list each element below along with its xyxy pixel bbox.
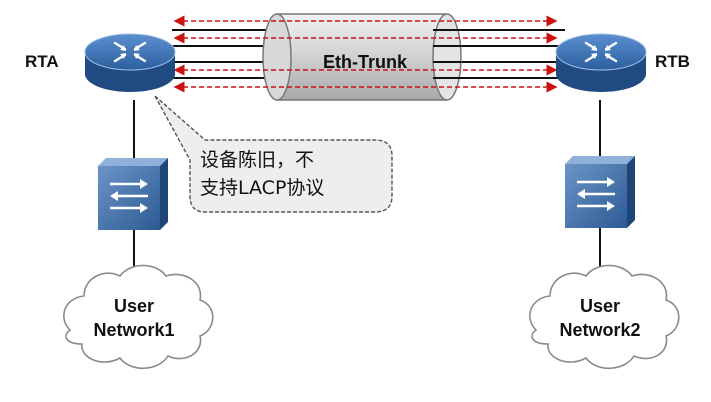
callout-line-1: 设备陈旧，不 [200, 149, 315, 171]
cloud-network1-icon [63, 264, 214, 369]
network2-line-1: User [579, 296, 621, 316]
router-rta-icon[interactable] [84, 33, 176, 92]
router-rta-label: RTA [25, 52, 59, 71]
network1-line-1: User [113, 296, 155, 316]
callout-bubble [154, 95, 393, 213]
switch-left-icon[interactable] [98, 158, 168, 230]
network2-label: User Network2 [530, 294, 670, 342]
router-rtb-label: RTB [655, 52, 690, 71]
network1-label: User Network1 [64, 294, 204, 342]
callout-text: 设备陈旧，不 支持LACP协议 [200, 146, 390, 202]
switch-right-icon[interactable] [565, 156, 635, 228]
router-rtb-icon[interactable] [555, 33, 647, 92]
cloud-network2-icon [529, 264, 680, 369]
network2-line-2: Network2 [559, 320, 641, 340]
eth-trunk-label: Eth-Trunk [323, 52, 407, 72]
trunk-links-front [433, 29, 461, 79]
callout-line-2: 支持LACP协议 [200, 177, 325, 199]
network1-line-2: Network1 [93, 320, 175, 340]
